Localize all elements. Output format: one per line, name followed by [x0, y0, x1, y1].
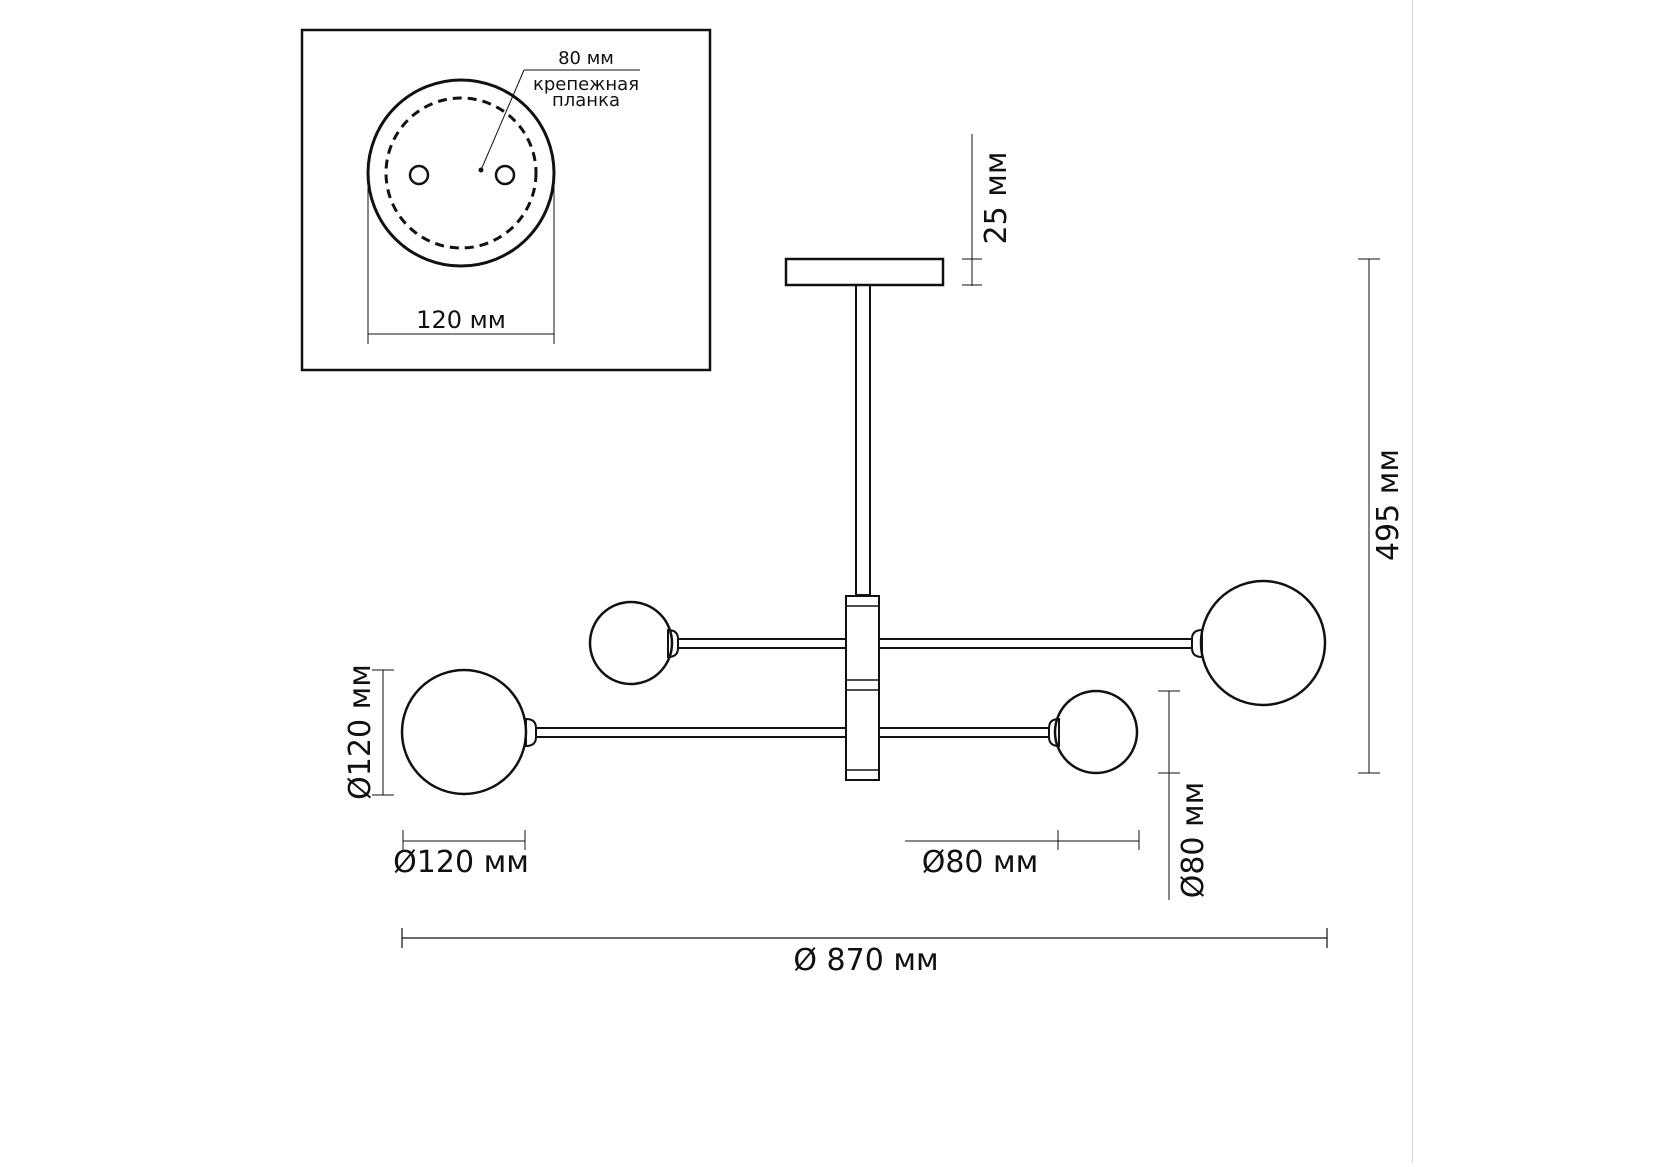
dim-big-globe-width-label: Ø120 мм — [393, 845, 529, 880]
inset-frame — [300, 28, 712, 372]
canopy — [784, 257, 945, 287]
fixture — [400, 257, 1327, 796]
canopy-outline — [366, 78, 556, 268]
downrod — [855, 284, 871, 596]
socket-lower-left — [525, 717, 537, 748]
mounting-plate-outline — [384, 96, 538, 250]
arm-lower-left — [535, 727, 847, 738]
inset-dim-80-label: 80 мм — [558, 48, 614, 69]
socket-upper-right — [1191, 628, 1203, 659]
dim-total-height-label: 495 мм — [1371, 449, 1406, 561]
arm-lower-right — [878, 727, 1050, 738]
dimensions: 25 мм 495 мм Ø120 мм Ø120 мм Ø80 мм Ø80 … — [343, 134, 1406, 978]
inset-panel: 80 мм крепежная планка 120 мм — [300, 28, 712, 372]
dim-total-width-label: Ø 870 мм — [793, 943, 938, 978]
globe-large-lower — [400, 668, 528, 796]
page-divider — [1412, 0, 1413, 1163]
globe-large-upper — [1199, 579, 1327, 707]
globe-small-upper — [588, 600, 674, 686]
plate-label-line1: крепежная — [533, 74, 639, 95]
screw-hole-right — [494, 164, 516, 186]
arm-upper-right — [878, 638, 1193, 649]
inset-dim-120-label: 120 мм — [416, 306, 506, 334]
socket-lower-right — [1048, 717, 1060, 748]
plate-label-line2: планка — [552, 90, 620, 111]
globe-small-lower — [1053, 689, 1139, 775]
arm-upper-left — [677, 638, 847, 649]
dim-small-globe-width-label: Ø80 мм — [922, 845, 1039, 880]
dim-canopy-height-label: 25 мм — [979, 152, 1014, 245]
dim-big-globe-height-label: Ø120 мм — [343, 664, 378, 800]
central-hub — [845, 595, 880, 781]
leader-line — [480, 69, 525, 171]
dim-small-globe-height-label: Ø80 мм — [1176, 782, 1211, 899]
socket-upper-left — [667, 628, 679, 659]
screw-hole-left — [408, 164, 430, 186]
